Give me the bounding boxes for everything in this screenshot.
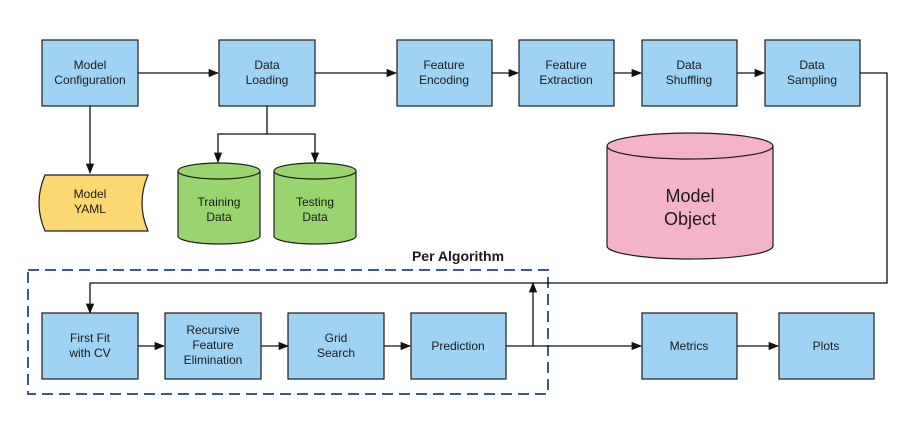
- node-recursive-feature-elimination: Recursive Feature Elimination: [164, 312, 262, 380]
- node-prediction: Prediction: [410, 312, 507, 380]
- svg-text:Model: Model: [74, 187, 107, 201]
- node-grid-search: Grid Search: [287, 312, 385, 380]
- svg-text:Model: Model: [665, 186, 714, 206]
- svg-text:with CV: with CV: [68, 346, 110, 360]
- edge-sampling-to-firstfit: [85, 72, 888, 315]
- svg-text:Data: Data: [799, 58, 825, 72]
- svg-text:Data: Data: [676, 58, 702, 72]
- svg-text:Plots: Plots: [813, 339, 840, 353]
- svg-text:First Fit: First Fit: [70, 331, 111, 345]
- edge-loading-split: [213, 106, 268, 164]
- node-data-sampling: Data Sampling: [764, 39, 861, 107]
- svg-text:Configuration: Configuration: [54, 73, 125, 87]
- svg-text:Elimination: Elimination: [184, 353, 243, 367]
- svg-text:Prediction: Prediction: [431, 339, 484, 353]
- node-metrics: Metrics: [641, 312, 738, 380]
- node-data-shuffling: Data Shuffling: [641, 39, 738, 107]
- edges: [85, 68, 888, 351]
- svg-text:Object: Object: [664, 209, 716, 229]
- svg-text:Metrics: Metrics: [670, 339, 709, 353]
- svg-text:Data: Data: [302, 210, 328, 224]
- node-feature-encoding: Feature Encoding: [396, 39, 493, 107]
- svg-text:Encoding: Encoding: [419, 73, 469, 87]
- node-training-data: Training Data: [177, 162, 261, 245]
- svg-text:Grid: Grid: [325, 331, 348, 345]
- node-testing-data: Testing Data: [273, 162, 357, 245]
- node-feature-extraction: Feature Extraction: [518, 39, 615, 107]
- svg-text:Feature: Feature: [192, 338, 234, 352]
- svg-text:Recursive: Recursive: [186, 323, 240, 337]
- node-first-fit: First Fit with CV: [41, 312, 139, 380]
- node-data-loading: Data Loading: [218, 39, 316, 107]
- edge-loading-to-testing: [267, 133, 320, 164]
- per-algorithm-group: [27, 269, 549, 395]
- svg-text:Model: Model: [74, 58, 107, 72]
- svg-text:Search: Search: [317, 346, 355, 360]
- svg-text:YAML: YAML: [74, 202, 106, 216]
- svg-text:Data: Data: [206, 210, 232, 224]
- per-algorithm-label: Per Algorithm: [412, 248, 504, 264]
- svg-text:Training: Training: [198, 195, 241, 209]
- svg-text:Extraction: Extraction: [539, 73, 592, 87]
- node-model-configuration: Model Configuration: [41, 39, 139, 107]
- svg-text:Testing: Testing: [296, 195, 334, 209]
- svg-text:Feature: Feature: [423, 58, 465, 72]
- svg-text:Data: Data: [254, 58, 280, 72]
- svg-text:Loading: Loading: [246, 73, 289, 87]
- node-model-object: Model Object: [606, 132, 774, 260]
- svg-text:Sampling: Sampling: [787, 73, 837, 87]
- node-plots: Plots: [778, 312, 875, 380]
- svg-text:Shuffling: Shuffling: [666, 73, 712, 87]
- svg-text:Feature: Feature: [545, 58, 587, 72]
- node-model-yaml: Model YAML: [38, 174, 149, 232]
